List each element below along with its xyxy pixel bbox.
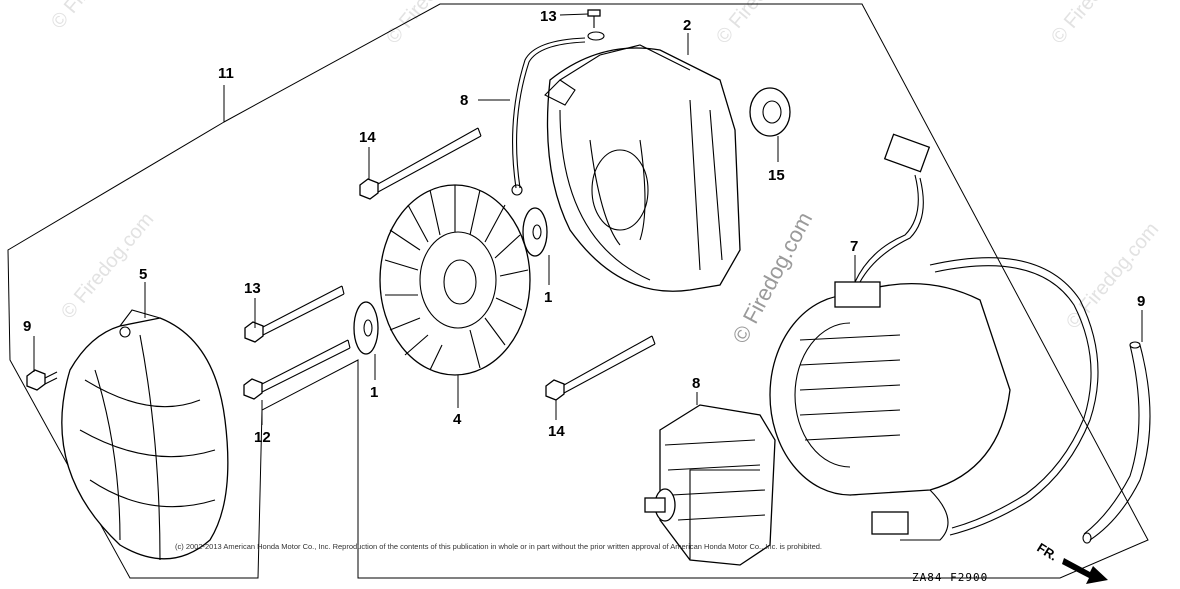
- faint-watermark: © Firedog.com: [382, 0, 483, 48]
- callout-1-rear: 1: [544, 289, 552, 306]
- bolt-12: [243, 339, 351, 400]
- callout-14-lower: 14: [548, 423, 565, 440]
- fan-cover: [61, 309, 229, 561]
- callout-13: 13: [244, 280, 261, 297]
- callouts: 11 5 9 13 12 14 1 4 1 14 8 13 2 15 7 8 9: [23, 8, 1145, 446]
- cooling-fan: [379, 184, 531, 376]
- washer-1-rear: [522, 207, 548, 257]
- callout-4: 4: [453, 411, 462, 428]
- screw-11: [587, 9, 605, 41]
- through-bolt-14-lower: [545, 335, 656, 401]
- callout-14-upper: 14: [359, 129, 376, 146]
- front-label: FR.: [1034, 540, 1060, 564]
- assembly-outline: [7, 3, 1149, 579]
- bolt-13: [244, 285, 345, 343]
- callout-3: 5: [139, 266, 147, 283]
- callout-9: 9: [1137, 293, 1145, 310]
- ground-wire: [511, 37, 586, 196]
- front-arrow-icon: [1062, 558, 1108, 584]
- leader-lines: [33, 13, 1143, 425]
- rotor: [644, 404, 776, 566]
- callout-8: 8: [460, 92, 468, 109]
- washer-1-front: [353, 301, 379, 355]
- faint-watermark: © Firedog.com: [1047, 0, 1148, 48]
- callout-7: 11: [218, 65, 234, 82]
- faint-watermark: © Firedog.com: [712, 0, 813, 48]
- callout-10: 9: [23, 318, 31, 335]
- callout-15: 15: [768, 167, 785, 184]
- through-bolt-14-upper: [359, 127, 482, 200]
- bolt-10: [26, 369, 58, 391]
- faint-watermark: © Firedog.com: [1062, 218, 1163, 333]
- callout-1-front: 1: [370, 384, 378, 401]
- copyright-notice: (c) 2002-2013 American Honda Motor Co., …: [175, 542, 822, 551]
- bearing-15: [749, 87, 791, 137]
- fan-casing: [544, 44, 741, 292]
- faint-watermark: © Firedog.com: [47, 0, 148, 33]
- callout-5: 7: [850, 238, 858, 255]
- callout-2: 2: [683, 17, 691, 34]
- callout-12: 12: [254, 429, 271, 446]
- callout-11: 13: [540, 8, 557, 25]
- wire-harness: [929, 257, 1099, 536]
- stator: [769, 133, 1011, 541]
- diagram-code: ZA84-F2900: [912, 571, 988, 584]
- callout-6: 8: [692, 375, 700, 392]
- tube-9: [1082, 341, 1151, 544]
